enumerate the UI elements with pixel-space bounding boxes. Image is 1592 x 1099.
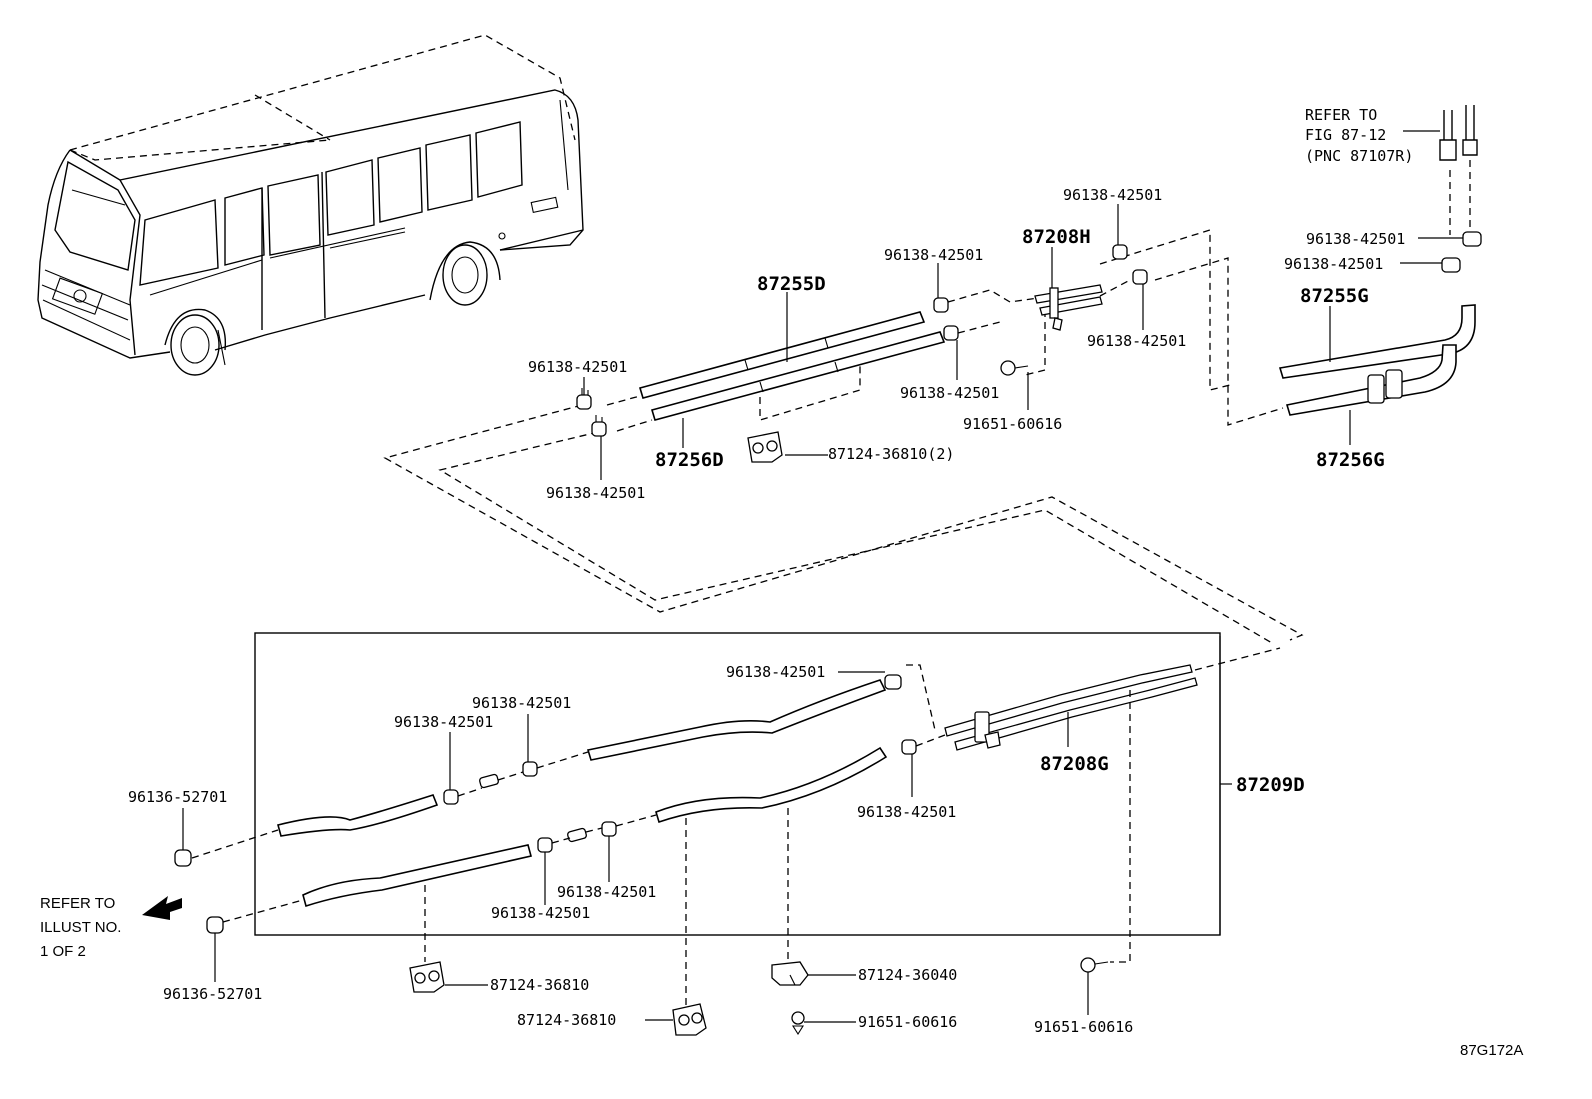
- label-96138-h: 96138-42501: [1284, 255, 1383, 273]
- label-96138-e: 96138-42501: [1063, 186, 1162, 204]
- label-96138-k: 96138-42501: [394, 713, 493, 731]
- label-96136-b: 96136-52701: [163, 985, 262, 1003]
- pipe-87208H[interactable]: [1034, 284, 1103, 331]
- clamp-87124-36040[interactable]: [771, 961, 809, 986]
- bolt-91651-lower-mid[interactable]: [791, 1011, 805, 1036]
- label-91651-upper: 91651-60616: [963, 415, 1062, 433]
- label-87255D: 87255D: [757, 273, 826, 295]
- refer-top-line3: (PNC 87107R): [1305, 147, 1413, 165]
- label-87209D: 87209D: [1236, 774, 1305, 796]
- clamp-87124-36810-lower-left[interactable]: [409, 961, 445, 993]
- clip-96138-upper-mid-a[interactable]: [933, 297, 949, 313]
- label-96138-c: 96138-42501: [884, 246, 983, 264]
- lower-routing-lines: [191, 647, 1281, 1005]
- refer-top-line2: FIG 87-12: [1305, 126, 1386, 144]
- label-96138-n: 96138-42501: [491, 904, 590, 922]
- clip-96138-lower-a[interactable]: [443, 789, 459, 805]
- clip-96138-upper-left-b[interactable]: [591, 415, 607, 437]
- label-87124-36810-b: 87124-36810: [517, 1011, 616, 1029]
- refer-arrow-icon: [142, 896, 182, 920]
- clip-96138-lower-c[interactable]: [537, 837, 553, 853]
- lower-hose-left-a[interactable]: [277, 794, 439, 837]
- hose-87255D[interactable]: [638, 311, 926, 399]
- bolt-91651-lower-right[interactable]: [1080, 957, 1109, 973]
- label-96138-f: 96138-42501: [1087, 332, 1186, 350]
- clamp-87124-36810-upper[interactable]: [747, 431, 783, 463]
- connector-lower[interactable]: [567, 827, 587, 843]
- label-91651-right: 91651-60616: [1034, 1018, 1133, 1036]
- hose-87256G[interactable]: [1285, 344, 1457, 416]
- clip-96136-upper[interactable]: [174, 849, 192, 867]
- lower-hose-mid-a[interactable]: [586, 679, 887, 761]
- lower-hose-mid-b[interactable]: [655, 746, 888, 824]
- label-87256G: 87256G: [1316, 449, 1385, 471]
- label-96138-b: 96138-42501: [546, 484, 645, 502]
- labels: REFER TO FIG 87-12 (PNC 87107R) REFER TO…: [40, 106, 1523, 1059]
- clip-96138-upper-right-b[interactable]: [1132, 269, 1148, 285]
- clip-96138-upper-right-a[interactable]: [1112, 244, 1128, 260]
- clamp-87124-36810-lower-mid[interactable]: [672, 1003, 707, 1036]
- label-87124-36040: 87124-36040: [858, 966, 957, 984]
- bus-illustration: [37, 34, 584, 376]
- label-96138-g: 96138-42501: [1306, 230, 1405, 248]
- label-96138-a: 96138-42501: [528, 358, 627, 376]
- bolt-91651-upper[interactable]: [1000, 360, 1029, 376]
- label-87208H: 87208H: [1022, 226, 1091, 248]
- label-87256D: 87256D: [655, 449, 724, 471]
- clip-96138-right-top[interactable]: [1462, 231, 1482, 247]
- upper-routing-lines: [383, 160, 1471, 644]
- connector-upper[interactable]: [479, 773, 499, 789]
- refer-left-line2: ILLUST NO.: [40, 919, 121, 936]
- diagram-code: 87G172A: [1460, 1042, 1523, 1059]
- label-96138-m: 96138-42501: [557, 883, 656, 901]
- leader-lines: [182, 130, 1463, 1023]
- pipe-87208G[interactable]: [944, 664, 1198, 751]
- label-96138-d: 96138-42501: [900, 384, 999, 402]
- label-91651-mid: 91651-60616: [858, 1013, 957, 1031]
- refer-left-line1: REFER TO: [40, 895, 115, 912]
- refer-left-line3: 1 OF 2: [40, 943, 86, 960]
- clip-96136-lower[interactable]: [206, 916, 224, 934]
- clip-96138-lower-mid[interactable]: [901, 739, 917, 755]
- clip-96138-lower-mid-top[interactable]: [884, 674, 902, 690]
- label-96138-j: 96138-42501: [472, 694, 571, 712]
- pipe-from-fig-87-12: [1439, 105, 1478, 161]
- label-87124-36810-2: 87124-36810(2): [828, 445, 954, 463]
- clip-96138-lower-d[interactable]: [601, 821, 617, 837]
- refer-top-line1: REFER TO: [1305, 106, 1377, 124]
- clip-96138-lower-b[interactable]: [522, 761, 538, 777]
- label-87124-36810-a: 87124-36810: [490, 976, 589, 994]
- hose-87256D[interactable]: [650, 331, 946, 421]
- clip-96138-upper-mid-b[interactable]: [943, 325, 959, 341]
- label-96136-a: 96136-52701: [128, 788, 227, 806]
- label-96138-i: 96138-42501: [726, 663, 825, 681]
- lower-hose-left-b[interactable]: [302, 844, 532, 908]
- label-87255G: 87255G: [1300, 285, 1369, 307]
- label-96138-l: 96138-42501: [857, 803, 956, 821]
- clip-96138-right-second[interactable]: [1441, 257, 1461, 273]
- label-87208G: 87208G: [1040, 753, 1109, 775]
